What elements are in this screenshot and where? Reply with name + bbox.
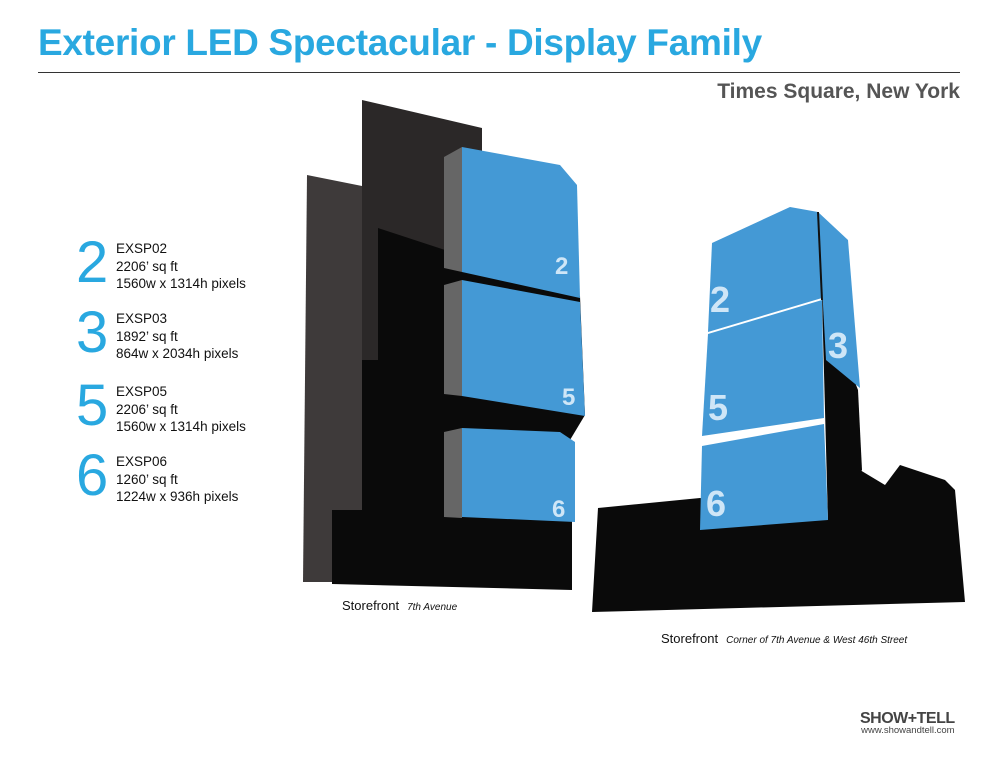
spec-resolution: 1224w x 936h pixels xyxy=(116,489,239,504)
left-building: 2 5 6 xyxy=(303,100,585,590)
led-panel-6 xyxy=(700,424,828,530)
led-panel-5 xyxy=(462,280,585,416)
spec-area: 1260’ sq ft xyxy=(116,471,178,487)
panel-label: 6 xyxy=(552,496,565,523)
spec-number: 6 xyxy=(76,443,109,508)
led-panel-2 xyxy=(462,147,580,298)
caption-label: Storefront xyxy=(342,598,400,613)
side-strip xyxy=(444,147,462,272)
led-panel-3 xyxy=(818,212,860,388)
spec-number: 2 xyxy=(76,230,109,295)
spec-resolution: 864w x 2034h pixels xyxy=(116,346,239,361)
brand-name: SHOW+TELL xyxy=(860,710,955,727)
back-slab xyxy=(303,175,362,582)
spec-resolution: 1560w x 1314h pixels xyxy=(116,276,246,291)
caption-label: Storefront xyxy=(661,631,719,646)
left-caption: Storefront 7th Avenue xyxy=(342,598,457,613)
spec-resolution: 1560w x 1314h pixels xyxy=(116,419,246,434)
spec-code: EXSP02 xyxy=(116,241,168,256)
building-base xyxy=(592,465,965,612)
spec-area: 1892’ sq ft xyxy=(116,328,178,344)
caption-sublabel: Corner of 7th Avenue & West 46th Street xyxy=(726,635,908,646)
caption-sublabel: 7th Avenue xyxy=(407,602,458,613)
side-strip xyxy=(444,280,462,396)
brand-url: www.showandtell.com xyxy=(861,725,955,736)
led-panel-2 xyxy=(708,207,822,332)
spec-area: 2206’ sq ft xyxy=(116,258,178,274)
title-divider xyxy=(38,72,960,73)
location-subtitle: Times Square, New York xyxy=(717,80,960,103)
right-caption: Storefront Corner of 7th Avenue & West 46… xyxy=(661,631,907,646)
spec-number: 3 xyxy=(76,300,109,365)
panel-label: 2 xyxy=(710,279,730,320)
spec-code: EXSP05 xyxy=(116,384,168,399)
led-panel-5 xyxy=(702,300,824,436)
panel-label: 6 xyxy=(706,483,726,524)
panel-label: 3 xyxy=(828,325,848,366)
spec-number: 5 xyxy=(76,373,109,438)
side-strip xyxy=(444,428,462,518)
right-building: 2 3 5 6 xyxy=(592,207,965,612)
edge-line xyxy=(817,211,823,301)
panel-label: 5 xyxy=(562,384,575,411)
page-title: Exterior LED Spectacular - Display Famil… xyxy=(38,22,762,63)
spec-code: EXSP03 xyxy=(116,311,168,326)
panel-label: 2 xyxy=(555,253,568,280)
spec-code: EXSP06 xyxy=(116,454,168,469)
led-panel-6 xyxy=(462,428,575,522)
panel-label: 5 xyxy=(708,387,728,428)
building-body xyxy=(332,228,572,590)
spec-area: 2206’ sq ft xyxy=(116,401,178,417)
show-tell-logo: SHOW+TELL www.showandtell.com xyxy=(860,710,955,736)
